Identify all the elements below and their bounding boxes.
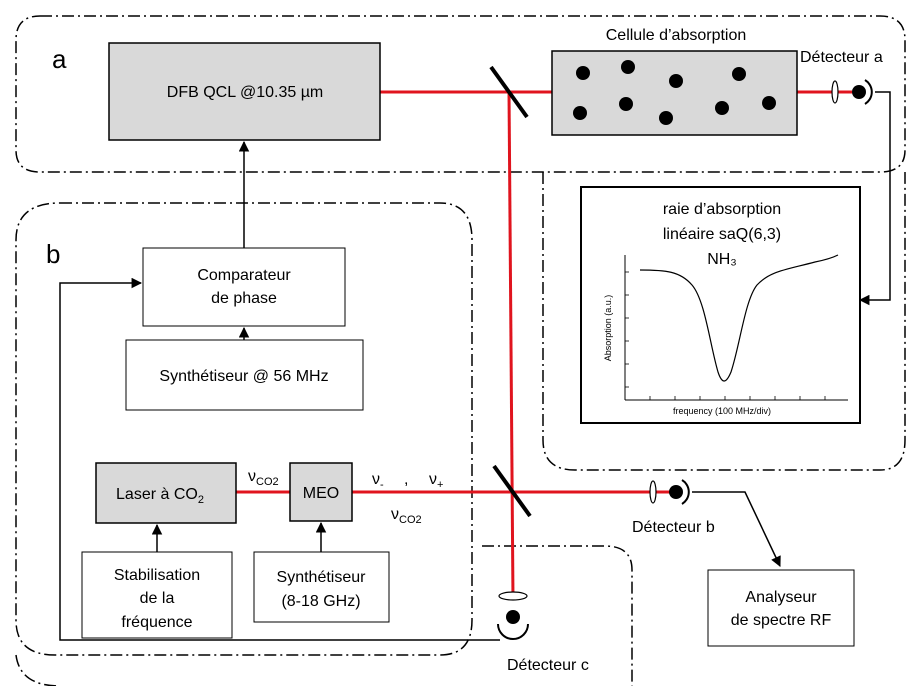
laser-co2-box bbox=[95, 462, 237, 524]
inset-ticks bbox=[625, 271, 826, 400]
arrow-detector-a-to-inset bbox=[858, 91, 891, 306]
detector-c-label: Détecteur c bbox=[507, 657, 589, 674]
inset-title-line3: NH₃ bbox=[707, 251, 737, 268]
beam-splitter-bottom bbox=[492, 464, 532, 518]
arrow-detector-b-to-rf bbox=[692, 491, 781, 567]
absorption-line-curve bbox=[639, 254, 839, 382]
detector-c-housing bbox=[497, 623, 529, 640]
beam-vertical-down bbox=[507, 91, 515, 601]
beam-splitter-top bbox=[489, 65, 529, 119]
stabilisation-line3: fréquence bbox=[121, 614, 192, 631]
region-a-outline bbox=[15, 15, 906, 173]
nu-co2-label: νCO2 bbox=[248, 468, 279, 488]
stabilisation-line2: de la bbox=[140, 590, 175, 607]
nu-co2-out-label: νCO2 bbox=[391, 506, 422, 526]
comma-label: , bbox=[404, 471, 408, 488]
meo-label: MEO bbox=[303, 485, 339, 502]
detector-a-housing bbox=[864, 79, 873, 105]
synth-ghz-line2: (8-18 GHz) bbox=[281, 593, 360, 610]
stabilisation-line1: Stabilisation bbox=[114, 567, 200, 584]
lens-a bbox=[831, 80, 839, 104]
inset-title-line2: linéaire saQ(6,3) bbox=[663, 226, 781, 243]
laser-beams bbox=[236, 90, 852, 601]
arrow-detector-c-to-comparator bbox=[59, 277, 500, 641]
detector-a-label: Détecteur a bbox=[800, 49, 883, 66]
lens-b bbox=[649, 480, 657, 504]
section-label-b: b bbox=[46, 239, 60, 269]
inset-ylabel: Absorption (a.u.) bbox=[603, 295, 613, 362]
rf-analyser-line2: de spectre RF bbox=[731, 612, 832, 629]
synth-56mhz-label: Synthétiseur @ 56 MHz bbox=[159, 368, 328, 385]
phase-comparator-line1: Comparateur bbox=[197, 267, 291, 284]
phase-comparator-box bbox=[142, 247, 346, 327]
dfb-qcl-label: DFB QCL @10.35 µm bbox=[167, 84, 323, 101]
nu-minus-label: ν- bbox=[372, 471, 384, 491]
absorption-cell bbox=[551, 50, 798, 136]
inset-xlabel: frequency (100 MHz/div) bbox=[673, 406, 771, 416]
phase-comparator-line2: de phase bbox=[211, 290, 277, 307]
photodiode-a bbox=[852, 85, 866, 99]
photodiode-b bbox=[669, 485, 683, 499]
rf-analyser-line1: Analyseur bbox=[745, 589, 817, 606]
detector-b-housing bbox=[681, 479, 690, 505]
region-b-outline bbox=[15, 202, 473, 656]
meo-box bbox=[289, 462, 353, 522]
region-a-inset-outline bbox=[542, 172, 906, 471]
laser-co2-label: Laser à CO2 bbox=[116, 486, 204, 506]
gas-molecules bbox=[573, 60, 776, 125]
synth-56mhz-box bbox=[125, 339, 364, 411]
dfb-qcl-box bbox=[108, 42, 381, 141]
section-label-a: a bbox=[52, 44, 67, 74]
rf-analyser-box bbox=[707, 569, 855, 647]
lens-c bbox=[498, 591, 528, 601]
inset-title-line1: raie d’absorption bbox=[663, 201, 781, 218]
cell-label: Cellule d’absorption bbox=[606, 27, 747, 44]
inset-frame bbox=[580, 186, 861, 424]
synth-ghz-box bbox=[253, 551, 390, 623]
nu-plus-label: ν+ bbox=[429, 471, 443, 491]
photodiode-c bbox=[506, 610, 520, 624]
synth-ghz-line1: Synthétiseur bbox=[277, 569, 367, 586]
detector-b-label: Détecteur b bbox=[632, 519, 715, 536]
stabilisation-box bbox=[81, 551, 233, 639]
